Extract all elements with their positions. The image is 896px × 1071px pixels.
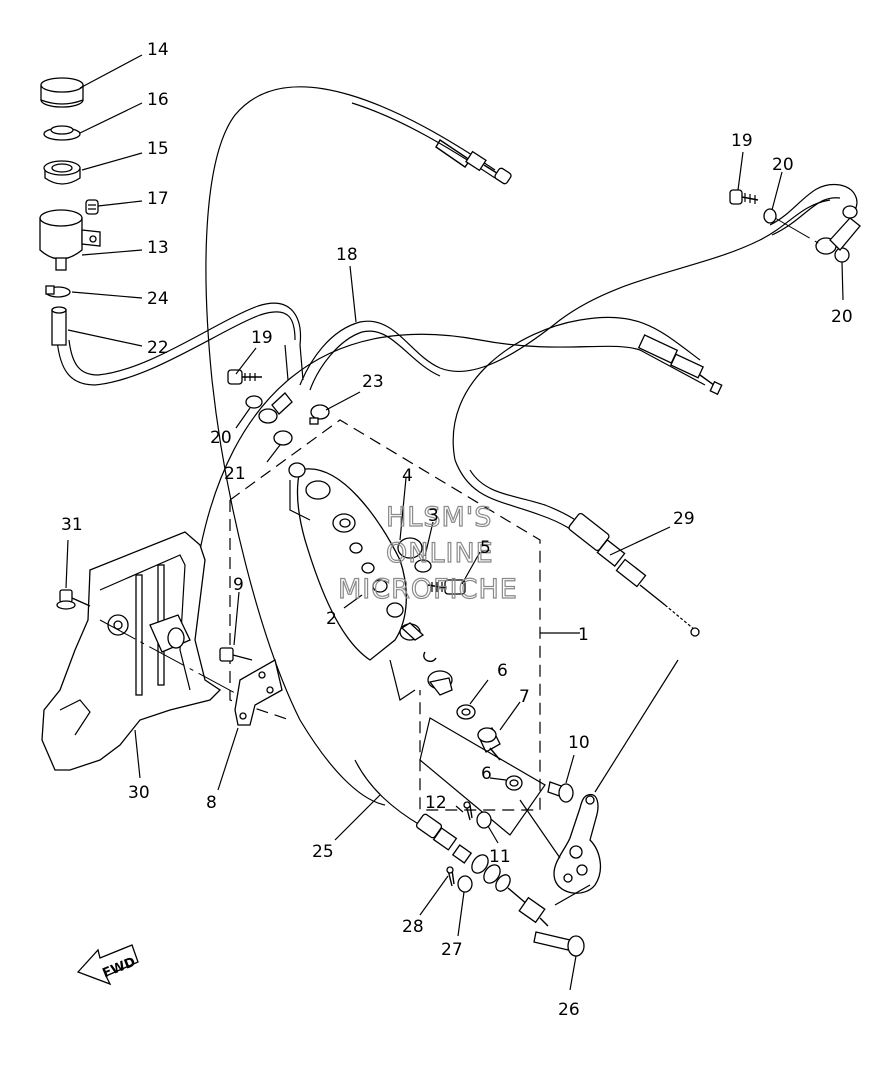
- bracket-8: [234, 659, 283, 726]
- release-lever-arm: [553, 793, 602, 894]
- leader-lines: [65, 54, 844, 991]
- callout-21: 21: [224, 464, 246, 484]
- cover-30: [41, 531, 222, 771]
- callout-13: 13: [147, 238, 169, 258]
- washer-20: [245, 395, 263, 409]
- hose-22: [56, 311, 296, 386]
- watermark-line-1: HLSM'S: [386, 502, 492, 533]
- piston: [399, 622, 425, 641]
- callout-22: 22: [147, 338, 169, 358]
- clamp-23: [309, 404, 330, 425]
- callout-31: 31: [61, 515, 83, 535]
- callout-20-left: 20: [210, 428, 232, 448]
- watermark-line-2: ONLINE: [386, 538, 494, 569]
- bolt-31: [56, 589, 91, 610]
- clamp-24: [45, 285, 71, 298]
- callout-6-b: 6: [481, 764, 492, 784]
- callout-10: 10: [568, 733, 590, 753]
- seal-4: [397, 537, 423, 559]
- callout-1: 1: [578, 625, 589, 645]
- hose-18-inner: [309, 330, 441, 391]
- callouts: 14 16 15 17 13 24 22 18 19 23 20 21 4 3 …: [61, 40, 853, 1020]
- hose-18: [299, 199, 831, 386]
- cable-29-end-upper: [637, 334, 723, 396]
- bolt-19-right: [729, 189, 759, 205]
- nut-6b: [505, 775, 523, 791]
- hose-top-right: [769, 183, 858, 226]
- cable-end-top: [435, 139, 512, 185]
- watermark-line-3: MICROFICHE: [338, 574, 518, 605]
- callout-7: 7: [519, 687, 530, 707]
- cotter-pin-28: [446, 866, 455, 887]
- bleed-screw-5: [427, 579, 466, 595]
- cable-29-b: [452, 316, 701, 461]
- fwd-arrow-icon: FWD: [76, 944, 139, 986]
- hose-22-inner: [68, 302, 302, 376]
- banjo-fitting: [258, 392, 293, 424]
- callout-16: 16: [147, 90, 169, 110]
- callout-23: 23: [362, 372, 384, 392]
- callout-27: 27: [441, 940, 463, 960]
- cotter-pin-12: [463, 801, 473, 821]
- callout-15: 15: [147, 139, 169, 159]
- washer-27: [457, 875, 473, 893]
- callout-12: 12: [425, 793, 447, 813]
- cable-29-adjuster: [568, 512, 700, 637]
- joint-7: [477, 727, 501, 761]
- ring-3: [414, 559, 432, 573]
- pin-10: [547, 781, 574, 803]
- callout-2: 2: [326, 609, 337, 629]
- callout-20-right-b: 20: [831, 307, 853, 327]
- cable-25-end: [415, 813, 549, 927]
- callout-6-a: 6: [497, 661, 508, 681]
- bolt-19: [227, 369, 262, 385]
- callout-8: 8: [206, 793, 217, 813]
- cable-29: [199, 333, 706, 551]
- callout-30: 30: [128, 783, 150, 803]
- hose-piece-22: [51, 306, 67, 346]
- pin-26: [533, 931, 585, 957]
- callout-26: 26: [558, 1000, 580, 1020]
- assembly-1-outline: [229, 419, 541, 811]
- callout-14: 14: [147, 40, 169, 60]
- callout-24: 24: [147, 289, 169, 309]
- callout-19-left: 19: [251, 328, 273, 348]
- callout-11: 11: [489, 847, 511, 867]
- callout-3: 3: [428, 506, 439, 526]
- callout-19-right: 19: [731, 131, 753, 151]
- callout-17: 17: [147, 189, 169, 209]
- reservoir-13: [39, 209, 101, 271]
- washer-20-right-b: [834, 247, 850, 263]
- cover-centerline: [99, 619, 249, 701]
- watermark: HLSM'S ONLINE MICROFICHE: [337, 501, 518, 605]
- bolt-9: [219, 647, 253, 662]
- banjo-right: [815, 205, 861, 255]
- callout-18: 18: [336, 245, 358, 265]
- callout-28: 28: [402, 917, 424, 937]
- callout-25: 25: [312, 842, 334, 862]
- callout-29: 29: [673, 509, 695, 529]
- cable-25-lower: [354, 759, 421, 826]
- callout-9: 9: [233, 575, 244, 595]
- washer-20-right-a: [763, 208, 777, 224]
- callout-5: 5: [480, 538, 491, 558]
- reservoir-cap: [40, 77, 84, 108]
- washer-21: [273, 430, 293, 446]
- plate-15: [43, 160, 81, 185]
- clutch-cable-outer-loop: [205, 86, 496, 806]
- hose-top-right-b: [771, 197, 841, 236]
- rod-diamond: [419, 717, 546, 836]
- diaphragm-16: [43, 125, 81, 141]
- screw-17: [85, 199, 99, 215]
- washer-11: [476, 811, 492, 829]
- callout-20-right-a: 20: [772, 155, 794, 175]
- nut-6a: [456, 704, 476, 720]
- boot: [427, 670, 453, 696]
- cylinder-body: [296, 468, 407, 661]
- callout-4: 4: [402, 466, 413, 486]
- circlip: [423, 651, 437, 662]
